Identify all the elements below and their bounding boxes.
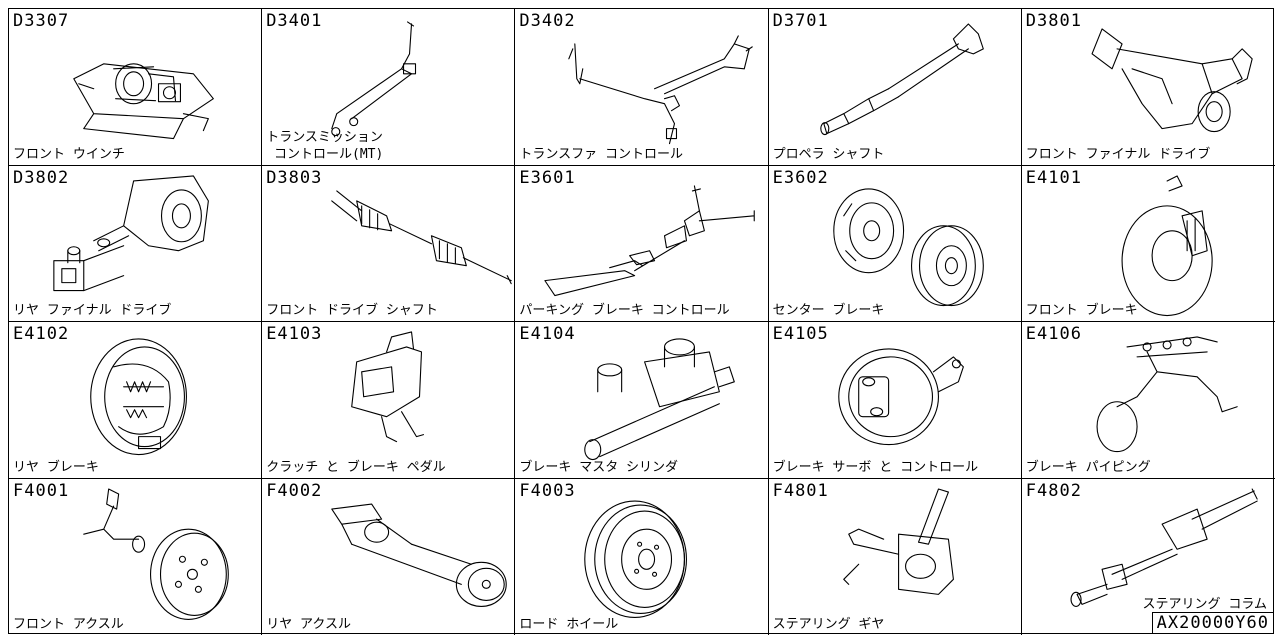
part-label: トランスミッション コントロール(MT) [266,129,384,162]
part-code: E4102 [13,324,70,344]
drive-shaft-icon [262,166,514,322]
part-cell-e4101[interactable]: E4101 フロント ブレーキ [1021,166,1275,322]
steering-gear-icon [769,479,1021,636]
part-cell-e3601[interactable]: E3601 パーキング ブレーキ コントロール [515,165,769,322]
part-cell-d3803[interactable]: D3803 フロント ドライブ シャフト [262,165,516,322]
part-cell-e4105[interactable]: E4105 ブレーキ サーボ と コントロール [768,322,1022,479]
part-cell-f4003[interactable]: F4003 ロード ホイール [515,478,769,636]
rear-differential-icon [9,166,261,322]
part-cell-e4106[interactable]: E4106 ブレーキ パイピング [1021,322,1275,479]
part-code: F4002 [266,480,323,501]
part-label: パーキング ブレーキ コントロール [519,303,730,318]
part-label: ロード ホイール [519,617,619,632]
part-cell-d3802[interactable]: D3802 リヤ ファイナル ドライブ [9,165,263,322]
shift-lever-icon [262,9,514,165]
part-cell-e4102[interactable]: E4102 リヤ ブレーキ [9,322,263,479]
road-wheel-icon [515,479,767,636]
part-cell-f4802[interactable]: F4802 ステアリング コラム [1022,479,1275,636]
part-label: ブレーキ サーボ と コントロール [772,459,979,475]
front-axle-icon [9,479,261,636]
winch-icon [9,9,261,165]
part-label: トランスファ コントロール [519,146,683,162]
propeller-shaft-icon [769,9,1021,165]
part-code: D3803 [266,167,323,188]
part-code: D3402 [519,11,576,31]
part-code: D3307 [13,11,70,31]
part-cell-d3402[interactable]: D3402 トランスファ コントロール [515,9,769,166]
part-cell-d3307[interactable]: D3307 フロント ウインチ [9,9,263,166]
part-code: E4104 [519,324,576,344]
part-label: ステアリング ギヤ [772,617,885,632]
part-label: プロペラ シャフト [772,146,885,162]
part-code: E3601 [519,167,576,188]
part-label: リヤ ファイナル ドライブ [13,303,172,318]
part-cell-e4103[interactable]: E4103 クラッチ と ブレーキ ペダル [262,322,516,479]
rear-axle-icon [262,479,514,636]
front-differential-icon [1022,9,1275,165]
part-label: フロント ドライブ シャフト [266,303,438,318]
part-code: D3802 [13,167,70,188]
part-label: センター ブレーキ [772,303,885,318]
part-code: D3401 [266,11,323,31]
part-code: E4105 [772,324,829,344]
part-label: ステアリング コラム [1142,597,1267,612]
part-cell-f4001[interactable]: F4001 フロント アクスル [9,478,263,636]
part-code: E4106 [1025,324,1082,344]
part-label: クラッチ と ブレーキ ペダル [266,459,446,475]
part-cell-e4104[interactable]: E4104 ブレーキ マスタ シリンダ [515,322,769,479]
part-code: D3801 [1025,11,1082,31]
pedal-icon [262,322,514,478]
part-cell-f4002[interactable]: F4002 リヤ アクスル [262,478,516,636]
part-label: フロント ファイナル ドライブ [1025,146,1211,162]
part-label: リヤ ブレーキ [13,459,99,475]
transfer-linkage-icon [515,9,767,165]
center-brake-icon [769,166,1021,322]
part-code: F4801 [772,480,829,501]
brake-piping-icon [1022,322,1275,478]
part-label: リヤ アクスル [266,617,351,632]
part-cell-d3401[interactable]: D3401 トランスミッション コントロール(MT) [262,9,516,166]
parking-brake-icon [515,166,767,322]
part-code: E4101 [1025,167,1082,188]
part-code: E3602 [772,167,829,188]
part-cell-f4801[interactable]: F4801 ステアリング ギヤ [769,478,1022,636]
part-cell-d3701[interactable]: D3701 プロペラ シャフト [768,9,1022,166]
catalog-code: AX20000Y60 [1151,612,1274,634]
brake-servo-icon [769,322,1021,478]
part-label: ブレーキ マスタ シリンダ [519,459,679,475]
part-code: F4001 [13,480,70,501]
part-label: フロント アクスル [13,617,124,632]
part-code: F4802 [1025,480,1082,501]
part-label: フロント ウインチ [13,146,125,162]
part-label: フロント ブレーキ [1025,303,1138,318]
steering-column-icon [1022,479,1275,636]
part-code: E4103 [266,324,323,344]
part-code: D3701 [772,11,829,31]
rear-brake-icon [9,322,261,478]
part-cell-d3801[interactable]: D3801 フロント ファイナル ドライブ [1021,9,1275,166]
parts-index-grid: D3307 フロント ウインチ D3401 トランスミッション コントロール(MT)… [8,8,1275,636]
front-brake-icon [1022,166,1275,322]
part-code: F4003 [519,480,576,501]
master-cylinder-icon [515,322,767,478]
part-cell-e3602[interactable]: E3602 センター ブレーキ [768,165,1022,322]
part-label: ブレーキ パイピング [1025,459,1151,475]
